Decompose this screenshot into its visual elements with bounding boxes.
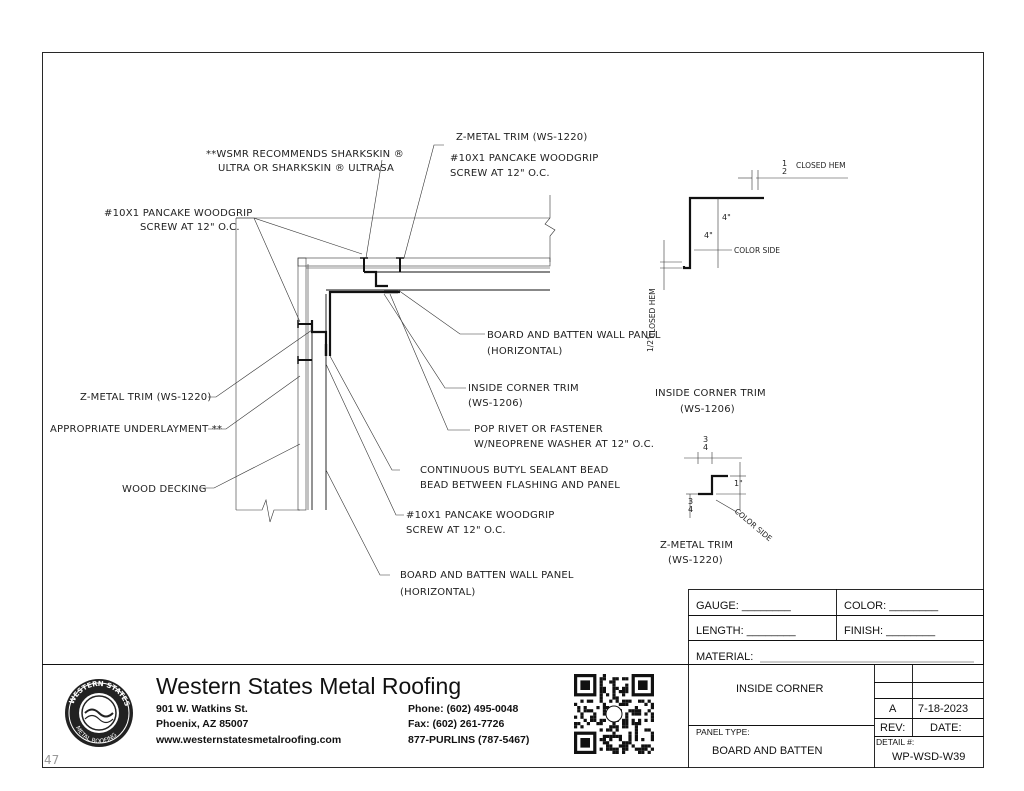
screw-top2-icon [396, 257, 404, 272]
zmetal-left-note: Z-METAL TRIM (WS-1220) [80, 392, 211, 403]
inside-corner-title-2: (WS-1206) [680, 404, 735, 415]
inside-corner-profile: 1 2 CLOSED HEM 4" 4" COLOR SIDE 1/2" CLO… [646, 159, 848, 415]
fax-number: Fax: (602) 261-7726 [408, 718, 504, 730]
zmetal-height-label: 1" [734, 479, 743, 488]
screw-left-icon [297, 320, 312, 328]
panel-bottom-note-1: BOARD AND BATTEN WALL PANEL [400, 570, 574, 581]
zmetal-top-fraction-den: 4 [703, 443, 708, 452]
butyl-note-1: CONTINUOUS BUTYL SEALANT BEAD [420, 465, 609, 476]
rivet-icon [324, 290, 398, 356]
panel-type-label: PANEL TYPE: [696, 727, 750, 737]
sheet-border [42, 52, 984, 768]
zmetal-color-side: COLOR SIDE [733, 507, 774, 544]
detail-name: INSIDE CORNER [736, 683, 823, 695]
hem-top-fraction-num: 1 [782, 159, 787, 168]
butyl-note-2: BEAD BETWEEN FLASHING AND PANEL [420, 480, 620, 491]
panel-type-value: BOARD AND BATTEN [712, 745, 822, 757]
decking-note: WOOD DECKING [122, 484, 207, 495]
date-label: DATE: [930, 722, 962, 734]
pop-rivet-note-2: W/NEOPRENE WASHER AT 12" O.C. [474, 439, 654, 450]
screw-top-icon [360, 257, 368, 272]
spec-box: GAUGE: ________ COLOR: ________ LENGTH: … [688, 589, 984, 665]
rev-label: REV: [880, 722, 905, 734]
panel-bottom-note-2: (HORIZONTAL) [400, 587, 475, 598]
leg-label-vertical: 4" [704, 231, 713, 240]
hem-top-label: CLOSED HEM [796, 161, 846, 170]
color-side-label: COLOR SIDE [734, 246, 780, 255]
title-block: WESTERN STATES METAL ROOFING Western Sta… [42, 664, 984, 768]
screw-top-left-note-2: SCREW AT 12" O.C. [140, 222, 240, 233]
address-line-1: 901 W. Watkins St. [156, 703, 248, 715]
hem-side-label: CLOSED HEM [648, 288, 657, 338]
underlayment-note: APPROPRIATE UNDERLAYMENT ** [50, 424, 222, 435]
tollfree-number: 877-PURLINS (787-5467) [408, 734, 529, 746]
detail-number-value: WP-WSD-W39 [892, 751, 965, 763]
zmetal-left-fraction-den: 4 [688, 505, 693, 514]
screw-bottom-note-1: #10X1 PANCAKE WOODGRIP [406, 510, 555, 521]
finish-field[interactable]: FINISH: ________ [844, 625, 936, 637]
phone-number: Phone: (602) 495-0048 [408, 703, 518, 715]
company-name: Western States Metal Roofing [156, 673, 461, 699]
material-field[interactable]: MATERIAL: [696, 651, 753, 663]
panel-top-note-2: (HORIZONTAL) [487, 346, 562, 357]
screw-left2-icon [297, 356, 312, 364]
hem-top-fraction-den: 2 [782, 167, 787, 176]
panel-top-note-1: BOARD AND BATTEN WALL PANEL [487, 330, 661, 341]
address-line-2: Phoenix, AZ 85007 [156, 718, 249, 730]
rev-value: A [889, 703, 897, 715]
recommend-note-1: **WSMR RECOMMENDS SHARKSKIN ® [206, 149, 404, 160]
hem-side-fraction: 1/2" [646, 336, 655, 352]
gauge-field[interactable]: GAUGE: ________ [696, 600, 792, 612]
screw-top-note-2: SCREW AT 12" O.C. [450, 168, 550, 179]
detail-number-label: DETAIL #: [876, 737, 914, 747]
screw-bottom-note-2: SCREW AT 12" O.C. [406, 525, 506, 536]
zmetal-left-fraction-num: 3 [688, 497, 693, 506]
zmetal-title-2: (WS-1220) [668, 555, 723, 566]
main-detail: **WSMR RECOMMENDS SHARKSKIN ® ULTRA OR S… [50, 132, 661, 598]
color-field[interactable]: COLOR: ________ [844, 600, 939, 612]
zmetal-top-note: Z-METAL TRIM (WS-1220) [456, 132, 587, 143]
inside-corner-note-1: INSIDE CORNER TRIM [468, 383, 579, 394]
qr-code-icon [574, 674, 654, 754]
screw-top-left-note-1: #10X1 PANCAKE WOODGRIP [104, 208, 253, 219]
zmetal-title-1: Z-METAL TRIM [660, 540, 733, 551]
zmetal-top-fraction-num: 3 [703, 435, 708, 444]
zmetal-profile: 3 4 1" 3 4 COLOR SIDE Z-METAL TRIM (WS-1… [660, 435, 774, 566]
recommend-note-2: ULTRA OR SHARKSKIN ® ULTRASA [218, 163, 394, 174]
inside-corner-note-2: (WS-1206) [468, 398, 523, 409]
pop-rivet-note-1: POP RIVET OR FASTENER [474, 424, 603, 435]
date-value: 7-18-2023 [918, 703, 968, 715]
website-link[interactable]: www.westernstatesmetalroofing.com [155, 734, 341, 746]
screw-top-note-1: #10X1 PANCAKE WOODGRIP [450, 153, 599, 164]
page-number: 47 [44, 753, 59, 767]
inside-corner-title-1: INSIDE CORNER TRIM [655, 388, 766, 399]
length-field[interactable]: LENGTH: ________ [696, 625, 797, 637]
leg-label: 4" [722, 213, 731, 222]
company-logo: WESTERN STATES METAL ROOFING [65, 679, 133, 747]
